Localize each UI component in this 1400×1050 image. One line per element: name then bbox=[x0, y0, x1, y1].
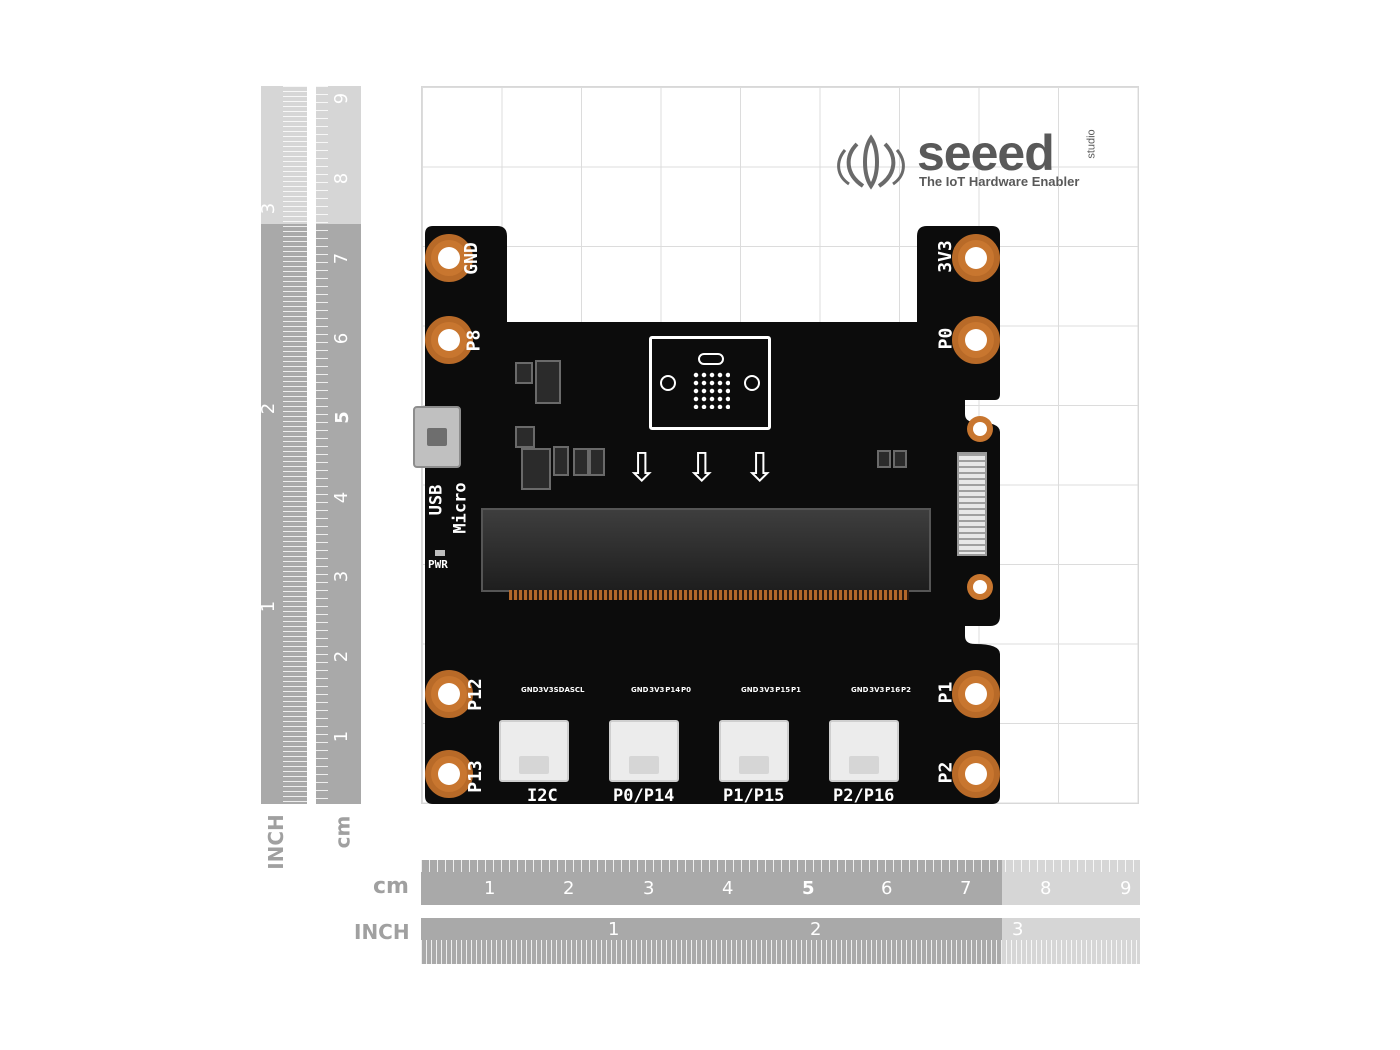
bottom-cm-tick-9: 9 bbox=[1120, 878, 1132, 899]
label-p8: P8 bbox=[463, 329, 485, 352]
insert-arrow-icon-2: ⇩ bbox=[685, 445, 719, 491]
micro-usb-port bbox=[413, 406, 461, 468]
edge-connector-slot bbox=[481, 508, 931, 592]
microbit-icon bbox=[649, 336, 771, 430]
left-cm-tick-3: 3 bbox=[331, 570, 353, 583]
mount-hole-top bbox=[967, 416, 993, 442]
seeed-leaf-icon bbox=[837, 134, 905, 190]
mount-hole-bottom bbox=[967, 574, 993, 600]
usb-label-micro: Micro bbox=[450, 482, 471, 534]
smd-component bbox=[573, 448, 589, 476]
grove-socket[interactable] bbox=[719, 720, 789, 782]
grove-p1-label: P1/P15 bbox=[723, 786, 785, 806]
bottom-cm-unit: cm bbox=[373, 874, 409, 899]
bottom-cm-tick-3: 3 bbox=[643, 878, 655, 899]
smd-component bbox=[553, 446, 569, 476]
grove-shield-board: GND P8 P12 P13 3V3 P0 P1 P2 Micro USB PW… bbox=[413, 226, 1000, 806]
logo-tagline: The IoT Hardware Enabler bbox=[919, 174, 1080, 189]
grove-p2-label: P2/P16 bbox=[833, 786, 895, 806]
grove-socket[interactable] bbox=[499, 720, 569, 782]
pwr-label: PWR bbox=[428, 558, 448, 571]
bottom-inch-unit: INCH bbox=[354, 920, 410, 944]
label-gnd: GND bbox=[460, 242, 482, 275]
bottom-cm-tick-7: 7 bbox=[960, 878, 972, 899]
smd-component bbox=[589, 448, 605, 476]
bottom-cm-tick-6: 6 bbox=[881, 878, 893, 899]
smd-component bbox=[515, 426, 535, 448]
label-p12: P12 bbox=[464, 678, 486, 711]
grove-socket[interactable] bbox=[609, 720, 679, 782]
left-inch-ticks bbox=[283, 86, 307, 804]
bottom-cm-tick-1: 1 bbox=[484, 878, 496, 899]
left-cm-unit: cm bbox=[330, 815, 355, 849]
left-inch-unit: INCH bbox=[263, 814, 288, 870]
grove-i2c-label: I2C bbox=[527, 786, 558, 806]
left-cm-tick-2: 2 bbox=[331, 650, 353, 663]
pad-p12 bbox=[425, 670, 473, 718]
label-3v3: 3V3 bbox=[934, 240, 956, 273]
smd-component bbox=[515, 362, 533, 384]
edge-connector-pins bbox=[509, 590, 909, 600]
pad-p2 bbox=[952, 750, 1000, 798]
smd-component bbox=[877, 450, 891, 468]
left-cm-tick-5: 5 bbox=[331, 411, 353, 424]
pad-p1 bbox=[952, 670, 1000, 718]
left-cm-tick-8: 8 bbox=[331, 172, 353, 185]
left-cm-tick-9: 9 bbox=[331, 92, 353, 105]
left-inch-tick-3: 3 bbox=[258, 202, 280, 215]
smd-component bbox=[893, 450, 907, 468]
left-inch-tick-1: 1 bbox=[258, 600, 280, 613]
left-cm-tick-4: 4 bbox=[331, 491, 353, 504]
bottom-cm-tick-5: 5 bbox=[802, 878, 815, 899]
smd-component bbox=[535, 360, 561, 404]
left-cm-tick-1: 1 bbox=[331, 730, 353, 743]
grove-socket[interactable] bbox=[829, 720, 899, 782]
pad-p8 bbox=[425, 316, 473, 364]
label-p13: P13 bbox=[464, 760, 486, 793]
left-cm-tick-7: 7 bbox=[331, 252, 353, 265]
pad-3v3 bbox=[952, 234, 1000, 282]
bottom-cm-tick-2: 2 bbox=[563, 878, 575, 899]
bottom-cm-tick-4: 4 bbox=[722, 878, 734, 899]
pwr-led bbox=[435, 550, 445, 556]
bottom-inch-tick-2: 2 bbox=[810, 919, 822, 940]
left-inch-tick-2: 2 bbox=[258, 402, 280, 415]
logo-wordmark: seeed bbox=[917, 125, 1055, 181]
bottom-inch-ticks bbox=[421, 940, 1140, 964]
grove-p0-label: P0/P14 bbox=[613, 786, 675, 806]
insert-arrow-icon-3: ⇩ bbox=[743, 445, 777, 491]
logo-studio: studio bbox=[1085, 129, 1098, 159]
pad-p0 bbox=[952, 316, 1000, 364]
bottom-cm-tick-8: 8 bbox=[1040, 878, 1052, 899]
insert-arrow-icon-1: ⇩ bbox=[625, 445, 659, 491]
label-p0: P0 bbox=[935, 327, 957, 350]
bottom-inch-tick-3: 3 bbox=[1012, 919, 1024, 940]
ffc-connector bbox=[957, 452, 987, 556]
smd-component bbox=[521, 448, 551, 490]
usb-label-usb: USB bbox=[426, 484, 447, 516]
bottom-cm-ticks bbox=[421, 860, 1140, 872]
pad-gnd bbox=[425, 234, 473, 282]
bottom-inch-tick-1: 1 bbox=[608, 919, 620, 940]
seeed-logo: seeed studio The IoT Hardware Enabler bbox=[833, 125, 1103, 190]
left-cm-tick-6: 6 bbox=[331, 332, 353, 345]
left-cm-ticks bbox=[316, 86, 328, 804]
pad-p13 bbox=[425, 750, 473, 798]
